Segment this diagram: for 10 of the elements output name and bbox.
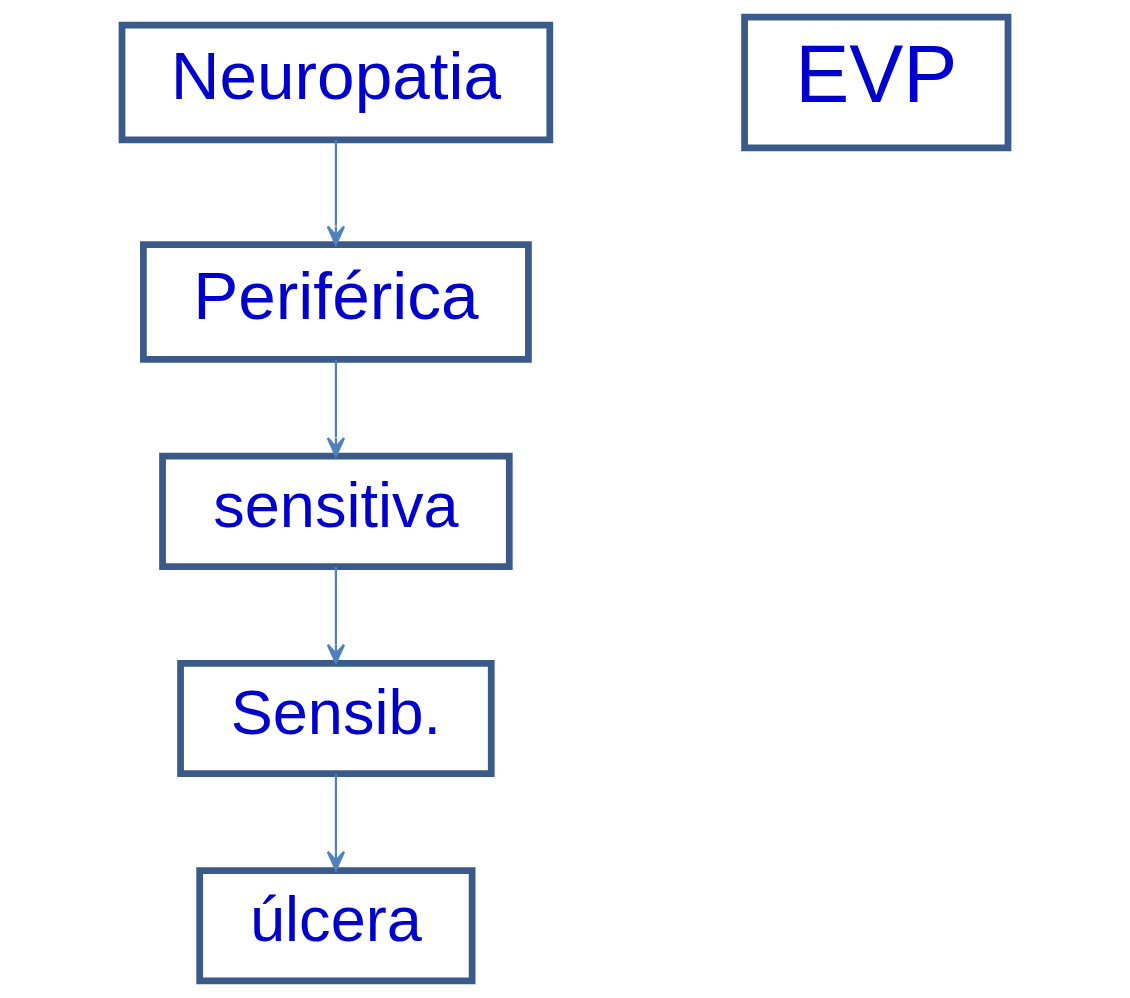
- node-box: Periférica: [140, 241, 532, 363]
- node-box: úlcera: [196, 867, 476, 985]
- arrow: [326, 360, 346, 458]
- node-box: Sensib.: [177, 660, 495, 778]
- node-box: sensitiva: [159, 452, 513, 570]
- arrow: [326, 774, 346, 871]
- arrow: [326, 140, 346, 246]
- node-box: EVP: [741, 13, 1012, 152]
- node-box: Neuropatia: [118, 21, 554, 144]
- arrow: [326, 566, 346, 664]
